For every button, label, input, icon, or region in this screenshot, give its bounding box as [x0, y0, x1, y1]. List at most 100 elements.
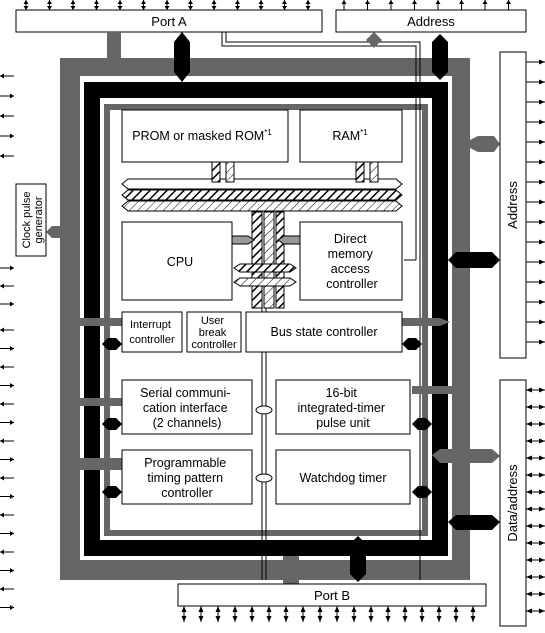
pin-arrowhead: [539, 574, 545, 580]
pin-arrowhead: [436, 616, 442, 622]
pin-arrowhead: [539, 489, 545, 495]
pin-arrowhead: [94, 0, 99, 4]
ram-label: RAM: [332, 129, 360, 143]
pin-arrowhead: [526, 608, 532, 614]
sci-block: Serial communi- cation interface (2 chan…: [121, 379, 253, 435]
pin-arrowhead: [188, 0, 193, 4]
user-break-line-1: User: [201, 315, 225, 327]
pin-arrowhead: [539, 438, 545, 444]
pin-arrowhead: [70, 6, 76, 10]
bus-state-label: Bus state controller: [271, 325, 378, 339]
pin-arrowhead: [211, 6, 217, 10]
pin-arrowhead: [526, 404, 532, 410]
pin-arrowhead: [235, 6, 240, 10]
interrupt-line-2: controller: [129, 334, 175, 346]
pin-arrowhead: [300, 616, 306, 622]
pin-arrowhead: [258, 6, 264, 10]
data-address-pins: [526, 387, 545, 614]
pin-arrowhead: [10, 133, 14, 139]
pin-arrowhead: [305, 6, 311, 10]
pin-arrowhead: [453, 606, 459, 612]
port-a-label: Port A: [151, 14, 187, 29]
pin-arrowhead: [351, 616, 357, 622]
pin-arrowhead: [23, 0, 29, 4]
prom-label: PROM or masked ROM: [132, 129, 264, 143]
pin-arrowhead: [341, 0, 347, 4]
pin-arrowhead: [0, 512, 4, 518]
port-a-black-connector: [174, 32, 190, 82]
pin-arrowhead: [539, 199, 545, 205]
itu-block: 16-bit integrated-timer pulse unit: [275, 379, 411, 435]
pin-arrowhead: [282, 6, 287, 10]
pin-arrowhead: [539, 319, 545, 325]
pin-arrowhead: [305, 0, 311, 4]
pin-arrowhead: [459, 0, 464, 4]
dmac-line-2: memory: [328, 247, 374, 261]
cpu-block: CPU: [121, 221, 233, 301]
svg-text:Serial communi- cation i: Serial communi- cation interface (2 chan…: [140, 386, 234, 430]
pin-arrowhead: [10, 420, 14, 425]
pin-arrowhead: [215, 616, 221, 622]
tpc-block: Programmable timing pattern controller: [121, 449, 253, 505]
pin-arrowhead: [70, 0, 76, 4]
pin-arrowhead: [334, 616, 340, 622]
pin-arrowhead: [539, 557, 545, 563]
pin-arrowhead: [10, 383, 14, 388]
pin-arrowhead: [365, 0, 370, 4]
pin-arrowhead: [258, 0, 264, 4]
sci-line-1: Serial communi-: [140, 386, 230, 400]
pin-arrowhead: [141, 6, 146, 10]
data-address-label: Data/address: [505, 464, 520, 542]
pin-arrowhead: [94, 6, 99, 10]
svg-text:16-bit integrated-timer: 16-bit integrated-timer pulse unit: [297, 386, 388, 430]
bus-state-controller-block: Bus state controller: [245, 311, 403, 353]
address-right-pins: [526, 59, 545, 345]
pin-arrowhead: [402, 616, 408, 622]
pin-arrowhead: [249, 616, 255, 622]
pin-arrowhead: [539, 179, 545, 185]
address-right-black-connector: [448, 252, 500, 268]
pin-arrowhead: [539, 279, 545, 285]
clock-pulse-generator: Clock pulse generator: [15, 183, 47, 257]
pin-arrowhead: [0, 549, 4, 555]
data-address: Data/address: [499, 379, 527, 627]
port-a-pins: [23, 0, 311, 10]
pin-arrowhead: [10, 265, 14, 271]
tpc-line-1: Programmable: [144, 456, 226, 470]
pin-arrowhead: [453, 616, 459, 622]
itu-line-2: integrated-timer: [297, 401, 385, 415]
pin-arrowhead: [526, 523, 532, 529]
pin-arrowhead: [0, 401, 4, 407]
wdt-label: Watchdog timer: [299, 471, 386, 485]
sci-line-2: cation interface: [143, 401, 228, 415]
pin-arrowhead: [539, 591, 545, 597]
pin-arrowhead: [368, 616, 374, 622]
port-a-gray-connector: [107, 32, 121, 58]
ram-footnote: *1: [360, 128, 368, 137]
port-b-box: [177, 583, 487, 607]
pin-arrowhead: [470, 606, 476, 612]
address-top-label: Address: [407, 14, 455, 29]
pin-arrowhead: [10, 494, 14, 499]
pin-arrowhead: [317, 616, 323, 622]
port-a-box: [15, 9, 323, 33]
prom-block: PROM or masked ROM*1: [121, 109, 289, 163]
pin-arrowhead: [351, 606, 357, 612]
data-right-black-connector: [448, 515, 500, 530]
pin-arrowhead: [47, 6, 52, 10]
dmac-line-3: access: [331, 262, 370, 276]
pin-arrowhead: [10, 93, 14, 99]
pin-arrowhead: [526, 591, 532, 597]
pin-arrowhead: [526, 489, 532, 495]
address-top-pins: [341, 0, 511, 10]
cpu-label: CPU: [167, 255, 193, 269]
pin-arrowhead: [215, 606, 221, 612]
watchdog-timer-block: Watchdog timer: [275, 449, 411, 505]
pin-arrowhead: [334, 606, 340, 612]
pin-arrowhead: [539, 339, 545, 345]
pin-arrowhead: [117, 0, 123, 4]
svg-text:Interrupt controller: Interrupt controller: [129, 319, 175, 346]
pin-arrowhead: [0, 586, 4, 592]
dmac-line-4: controller: [326, 277, 377, 291]
